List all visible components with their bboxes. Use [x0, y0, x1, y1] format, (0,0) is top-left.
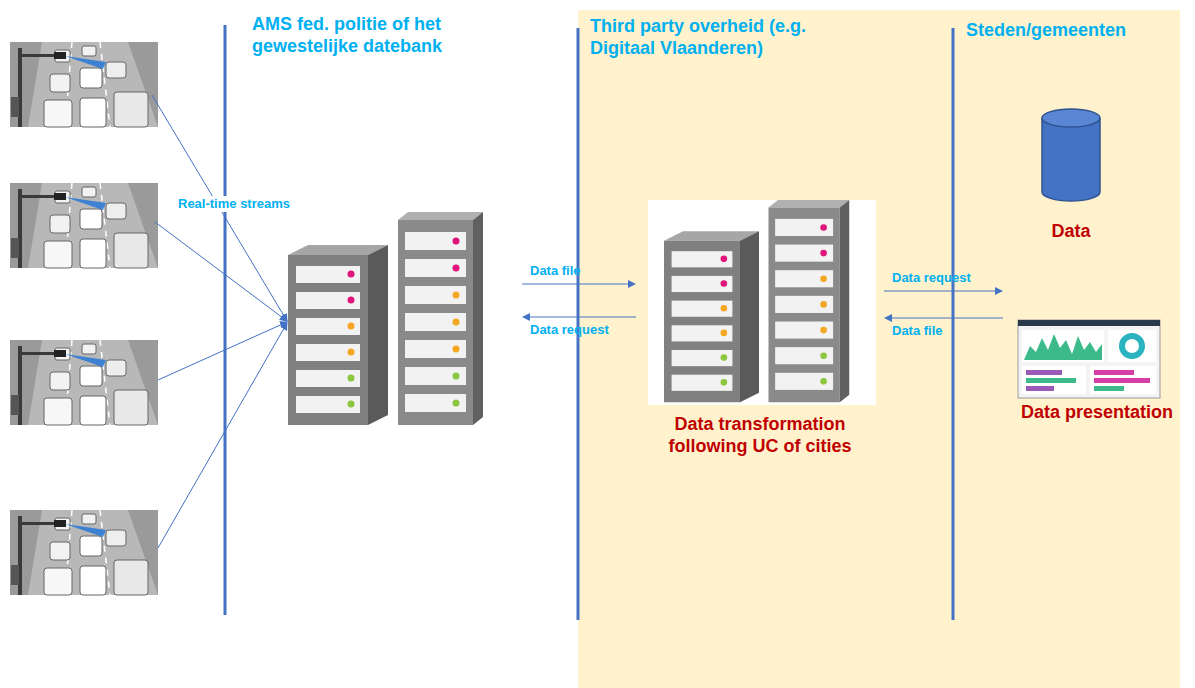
data-flow-arrow — [522, 280, 636, 288]
third-party-region — [578, 10, 1180, 688]
dashboard-screenshot — [1018, 320, 1160, 398]
flow-label: Data file — [530, 263, 581, 279]
flow-label: Data request — [530, 322, 609, 338]
database-cylinder — [1042, 109, 1100, 201]
data-flow-arrow — [884, 314, 1003, 322]
column-divider — [224, 25, 227, 615]
traffic-camera-image — [10, 183, 158, 268]
node-text: AMS fed. politie of het gewestelijke dat… — [252, 14, 522, 57]
transformation-server: Data transformation following UC of citi… — [636, 200, 884, 475]
column-divider — [952, 28, 955, 620]
traffic-camera-image — [10, 510, 158, 595]
column-heading: Third party overheid (e.g. Digitaal Vlaa… — [590, 16, 870, 59]
node-text: Data presentation — [1003, 402, 1191, 424]
node-text: Data transformation following UC of citi… — [636, 414, 884, 457]
stream-label: Real-time streams — [176, 196, 292, 212]
node-text: Data — [1030, 221, 1112, 243]
server-column-heading: AMS fed. politie of het gewestelijke dat… — [252, 14, 522, 430]
traffic-camera-image — [10, 42, 158, 127]
flow-label: Data request — [892, 270, 971, 286]
stream-lines — [152, 95, 287, 548]
server-illustration — [664, 200, 849, 402]
traffic-camera-image — [10, 340, 158, 425]
server-backdrop — [648, 200, 876, 405]
data-flow-arrow — [884, 287, 1003, 295]
data-store: Data — [1030, 105, 1112, 250]
column-heading: Steden/gemeenten — [966, 20, 1176, 42]
server-illustration — [288, 212, 483, 425]
flow-label: Data file — [892, 323, 943, 339]
presentation-dashboard: Data presentation — [1003, 318, 1191, 430]
data-flow-arrow — [522, 313, 636, 321]
